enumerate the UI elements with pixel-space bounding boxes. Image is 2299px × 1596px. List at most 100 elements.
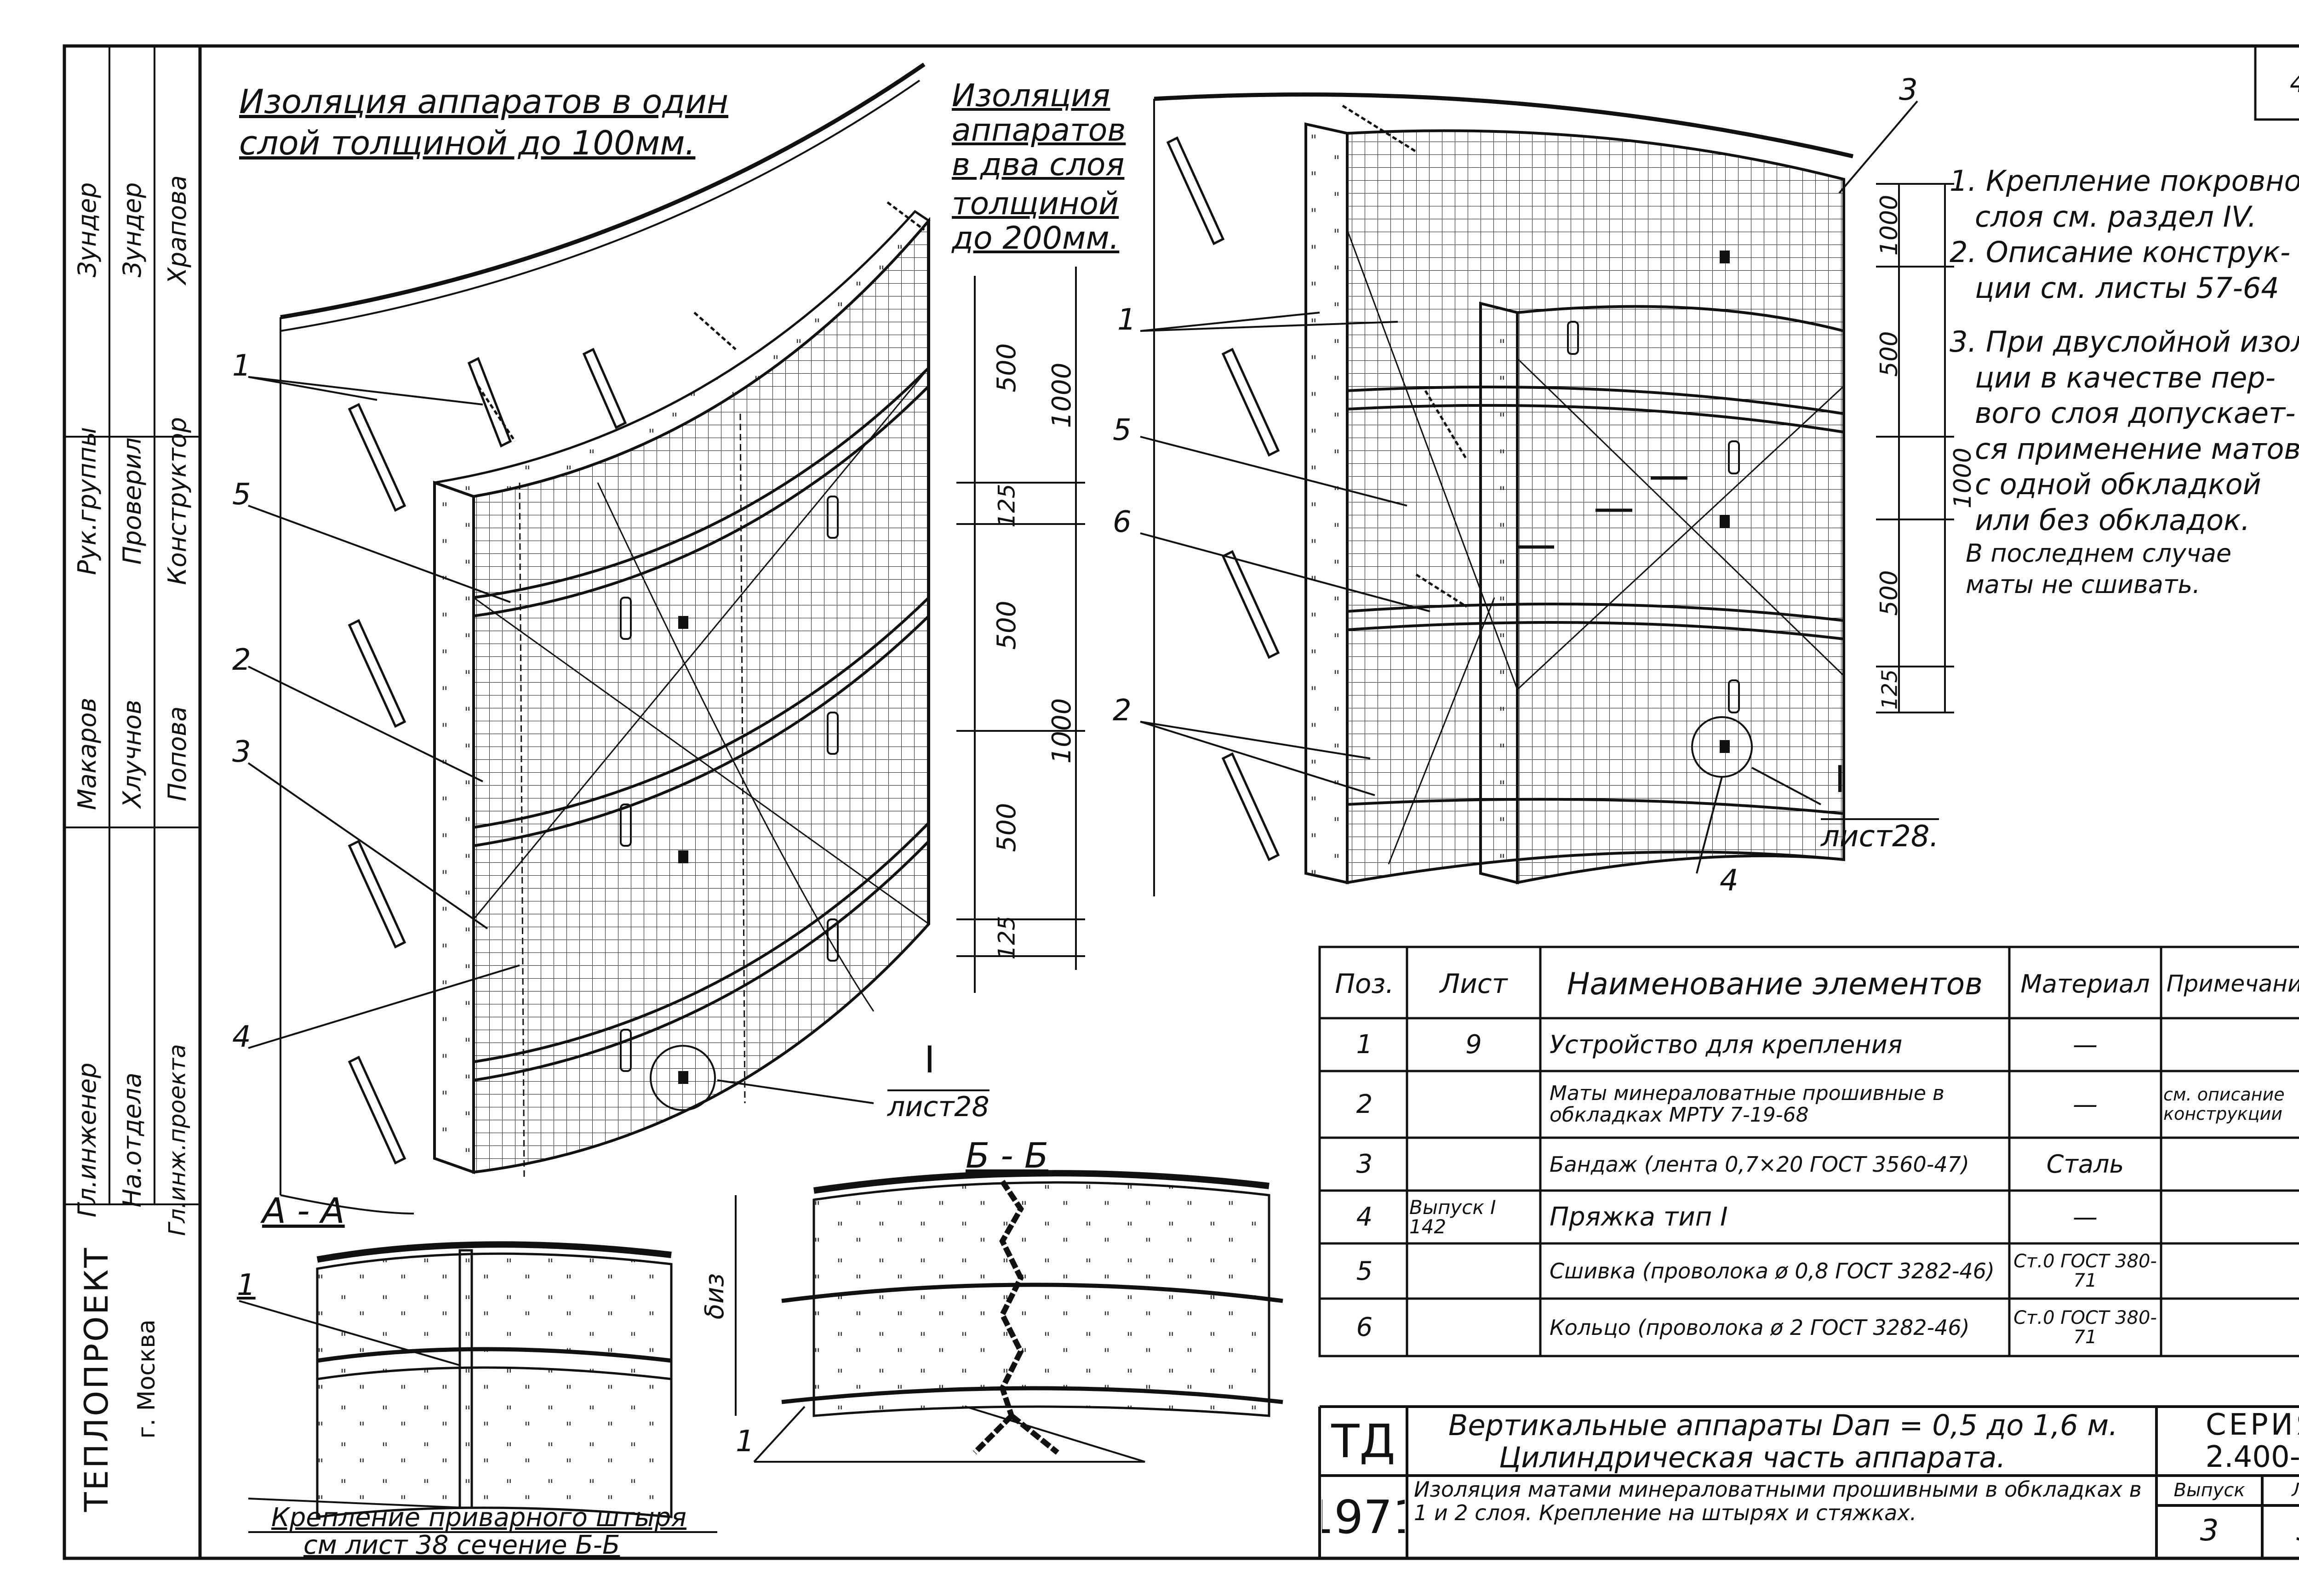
section-bb — [735, 1170, 1283, 1463]
bb-twisted-tie — [972, 1180, 1059, 1455]
dim-right-500-low: 500 — [1876, 570, 1904, 616]
signer-name-1: Зундер — [72, 182, 102, 278]
right-bands — [1347, 385, 1844, 815]
title-description: Изоляция матами минераловатными прошивны… — [1414, 1478, 2142, 1525]
leader-right-4: 4 — [1720, 864, 1739, 898]
spec-row4-material: — — [2073, 1203, 2098, 1231]
issue-value: 3 — [2200, 1514, 2219, 1548]
signer-role-3: Гл.инж.проекта — [164, 1044, 191, 1236]
caption-two-layer-line2: аппаратов — [952, 112, 1126, 148]
org-name: ТЕПЛОПРОЕКТ — [77, 1246, 115, 1512]
spec-row2-pos: 2 — [1356, 1089, 1373, 1119]
leader-right-3: 3 — [1899, 73, 1918, 107]
spec-row4-sheet: Выпуск I 142 — [1409, 1196, 1496, 1238]
spec-table-grid — [1318, 946, 2299, 1357]
signer-role-2: На.отдела — [117, 1072, 147, 1208]
spec-row5-note — [2163, 1246, 2299, 1296]
spec-header-material: Материал — [2020, 969, 2150, 998]
bb-band-1 — [781, 1282, 1283, 1303]
sheet-number-box — [2254, 45, 2299, 121]
aa-shell — [316, 1241, 672, 1263]
dim-left-500-top: 500 — [991, 343, 1022, 393]
left-dimensions — [956, 267, 1085, 993]
section-bb-title: Б - Б — [966, 1135, 1049, 1176]
leader-left-2: 2 — [232, 643, 251, 677]
dim-right-500-top: 500 — [1876, 331, 1904, 377]
title-year: 1971 — [1322, 1490, 1405, 1544]
signer-name-4: Макаров — [72, 697, 102, 810]
spec-row3-sheet — [1409, 1140, 1538, 1188]
left-detail-circle — [650, 1045, 716, 1111]
aa-band-2 — [317, 1366, 672, 1380]
stamp-grid — [64, 46, 200, 1205]
spec-row6-sheet — [1409, 1301, 1538, 1354]
note-line-8: ся применение матов — [1975, 432, 2299, 466]
right-ties — [1342, 104, 1468, 608]
spec-row6-name: Кольцо (проволока ø 2 ГОСТ 3282-46) — [1550, 1315, 1970, 1340]
spec-row1-name: Устройство для крепления — [1550, 1030, 1903, 1059]
right-leaders — [1140, 100, 1918, 874]
title-block-grid — [1318, 1405, 2299, 1558]
note-line-5: 3. При двуслойной изоля- — [1950, 325, 2299, 359]
spec-row1-sheet: 9 — [1465, 1030, 1482, 1060]
right-inner-layer — [1516, 305, 1845, 884]
spec-row5-material: Ст.0 ГОСТ 380-71 — [2013, 1251, 2157, 1291]
aa-pin — [458, 1249, 473, 1509]
left-vessel-top-arc-inner — [280, 80, 921, 332]
spec-row2-material: — — [2073, 1090, 2098, 1119]
spec-header-pos: Поз. — [1335, 968, 1394, 999]
section-aa-title: А - А — [262, 1190, 345, 1231]
weld-note-line2: см лист 38 сечение Б-Б — [303, 1530, 620, 1560]
outer-frame — [63, 44, 2299, 1560]
left-hangers — [348, 348, 627, 1165]
leader-right-5: 5 — [1113, 413, 1132, 447]
left-ties — [477, 201, 925, 442]
dim-left-500-mid: 500 — [991, 600, 1022, 650]
leader-bb-1: 1 — [736, 1425, 755, 1459]
signer-name-2: Зундер — [117, 182, 147, 278]
notes-block: 1. Крепление покровного слоя см. раздел … — [1950, 163, 2299, 600]
leader-left-5: 5 — [232, 478, 251, 512]
spec-row5-sheet — [1409, 1246, 1538, 1296]
spec-header-sheet: Лист — [1440, 968, 1508, 999]
leader-right-1: 1 — [1117, 303, 1136, 337]
aa-leader-2 — [248, 1498, 465, 1509]
section-bb-thickness: δиз — [699, 1273, 730, 1320]
section-markers — [1517, 476, 1687, 549]
spec-row3-note — [2163, 1140, 2299, 1188]
signer-role-5: Проверил — [117, 437, 147, 565]
weld-note-line1: Крепление приварного штыря — [271, 1503, 686, 1533]
series-value: 2.400-4 — [2205, 1441, 2299, 1473]
aa-band-1 — [317, 1347, 672, 1363]
title-code: ТД — [1331, 1414, 1395, 1468]
note-line-4: ции см. листы 57-64 — [1975, 271, 2279, 305]
caption-two-layer-line5: до 200мм. — [952, 220, 1120, 256]
sheet-label: Лист — [2265, 1476, 2299, 1504]
signer-name-6: Попова — [162, 706, 192, 802]
spec-row4-pos: 4 — [1356, 1202, 1373, 1232]
left-pins — [620, 496, 839, 1084]
aa-insulation — [316, 1252, 673, 1518]
detail-ref-left-sheet: лист28 — [887, 1089, 989, 1123]
leader-right-2: 2 — [1113, 694, 1132, 728]
spec-header-name: Наименование элементов — [1567, 966, 1983, 1002]
aa-leader-1 — [239, 1300, 460, 1366]
left-stitches — [473, 367, 930, 1177]
spec-row4-name: Пряжка тип I — [1550, 1202, 1728, 1232]
spec-row6-note — [2163, 1301, 2299, 1354]
right-stitches — [1346, 229, 1845, 865]
spec-row3-material: Сталь — [2046, 1150, 2124, 1179]
note-line-7: вого слоя допускает- — [1975, 396, 2296, 430]
leader-left-4: 4 — [232, 1020, 251, 1054]
bb-band-2 — [781, 1386, 1283, 1404]
title-line2: Цилиндрическая часть аппарата. — [1499, 1441, 2006, 1473]
bb-shell — [813, 1170, 1270, 1194]
left-leaders — [247, 376, 874, 1104]
dim-right-125: 125 — [1877, 669, 1902, 710]
spec-row2-name: Маты минераловатные прошивные в обкладка… — [1550, 1082, 1944, 1127]
section-aa — [239, 1241, 717, 1533]
org-city: г. Москва — [133, 1319, 161, 1439]
spec-row4-note — [2163, 1193, 2299, 1241]
leader-aa-1: 1 — [237, 1268, 256, 1302]
left-vessel-bottom-edge — [280, 1194, 414, 1214]
